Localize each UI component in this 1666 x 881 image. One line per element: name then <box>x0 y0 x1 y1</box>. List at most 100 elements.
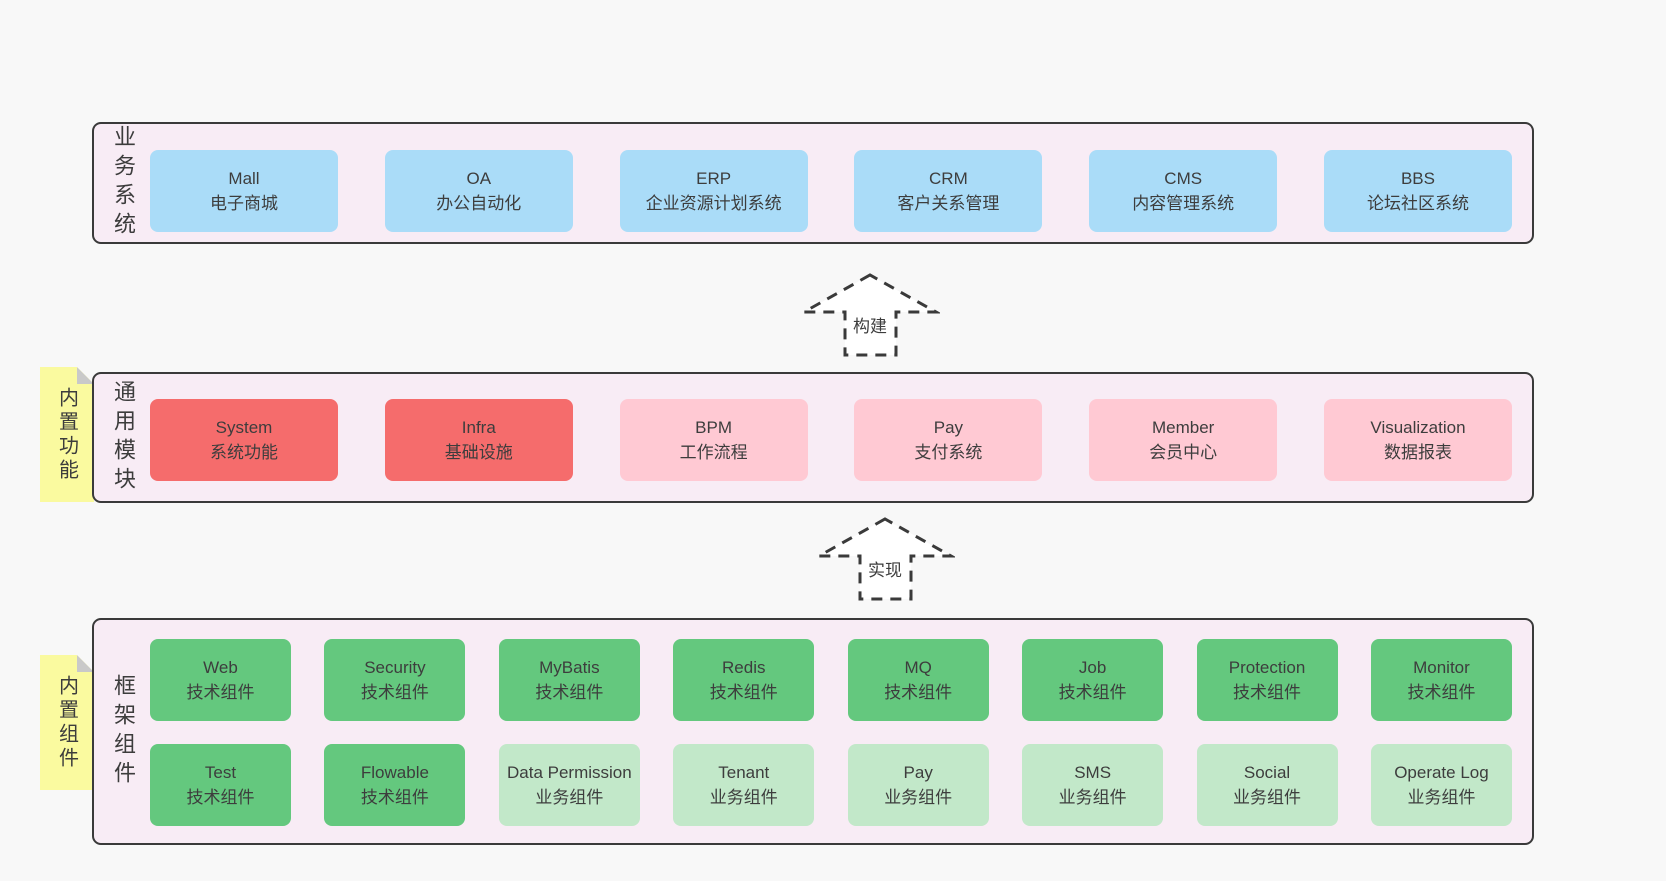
box-visualization: Visualization 数据报表 <box>1323 399 1512 481</box>
box-title: Security <box>364 658 426 677</box>
box-subtitle: 企业资源计划系统 <box>645 194 782 213</box>
box-subtitle: 业务组件 <box>1233 788 1302 807</box>
box-cms: CMS 内容管理系统 <box>1089 150 1278 232</box>
box-subtitle: 业务组件 <box>1407 788 1476 807</box>
box-pay: Pay 支付系统 <box>854 399 1043 481</box>
box-sms: SMS 业务组件 <box>1022 744 1164 826</box>
box-subtitle: 论坛社区系统 <box>1366 194 1469 213</box>
framework-components-row-2: Test 技术组件 Flowable 技术组件 Data Permission … <box>150 744 1512 826</box>
box-title: BBS <box>1400 169 1435 188</box>
common-modules-label: 通用模块 <box>111 379 136 496</box>
box-subtitle: 技术组件 <box>1407 683 1476 702</box>
box-title: MyBatis <box>539 658 600 677</box>
box-subtitle: 支付系统 <box>914 443 983 462</box>
box-redis: Redis 技术组件 <box>673 639 815 721</box>
business-systems-panel: 业务系统 Mall 电子商城 OA 办公自动化 ERP 企业资源计划系统 CRM… <box>92 122 1534 244</box>
business-systems-label: 业务系统 <box>111 125 136 241</box>
box-crm: CRM 客户关系管理 <box>854 150 1043 232</box>
box-title: Pay <box>903 763 933 782</box>
box-subtitle: 技术组件 <box>884 683 953 702</box>
box-job: Job 技术组件 <box>1022 639 1164 721</box>
box-subtitle: 业务组件 <box>1058 788 1127 807</box>
box-title: Redis <box>722 658 766 677</box>
box-bbs: BBS 论坛社区系统 <box>1323 150 1512 232</box>
box-mall: Mall 电子商城 <box>150 150 338 232</box>
box-subtitle: 技术组件 <box>360 683 429 702</box>
box-title: Infra <box>461 418 496 437</box>
box-title: CRM <box>929 169 968 188</box>
box-title: MQ <box>904 658 932 677</box>
box-protection: Protection 技术组件 <box>1196 639 1338 721</box>
box-title: Data Permission <box>506 763 632 782</box>
box-mybatis: MyBatis 技术组件 <box>498 639 640 721</box>
box-subtitle: 工作流程 <box>679 443 748 462</box>
implement-arrow: 实现 <box>815 516 955 602</box>
box-test: Test 技术组件 <box>150 744 291 826</box>
box-web: Web 技术组件 <box>150 639 291 721</box>
box-subtitle: 基础设施 <box>444 443 513 462</box>
box-pay-business: Pay 业务组件 <box>847 744 989 826</box>
box-title: OA <box>466 169 492 188</box>
box-title: Test <box>204 763 237 782</box>
box-subtitle: 办公自动化 <box>436 194 522 213</box>
box-bpm: BPM 工作流程 <box>619 399 808 481</box>
box-title: Visualization <box>1370 418 1466 437</box>
build-arrow-label: 构建 <box>850 312 890 338</box>
framework-components-row-1: Web 技术组件 Security 技术组件 MyBatis 技术组件 Redi… <box>150 639 1512 721</box>
box-title: Protection <box>1228 658 1306 677</box>
framework-components-label: 框架组件 <box>111 673 136 790</box>
box-subtitle: 技术组件 <box>535 683 604 702</box>
box-subtitle: 业务组件 <box>709 788 778 807</box>
box-flowable: Flowable 技术组件 <box>324 744 466 826</box>
box-subtitle: 技术组件 <box>709 683 778 702</box>
builtin-features-note: 内置功能 <box>40 367 94 502</box>
box-title: Monitor <box>1413 658 1470 677</box>
common-modules-row: System 系统功能 Infra 基础设施 BPM 工作流程 Pay 支付系统… <box>150 399 1512 481</box>
box-subtitle: 内容管理系统 <box>1132 194 1235 213</box>
box-monitor: Monitor 技术组件 <box>1370 639 1512 721</box>
box-mq: MQ 技术组件 <box>847 639 989 721</box>
box-title: BPM <box>695 418 733 437</box>
box-social: Social 业务组件 <box>1196 744 1338 826</box>
build-arrow: 构建 <box>800 272 940 358</box>
box-title: SMS <box>1074 763 1112 782</box>
box-member: Member 会员中心 <box>1089 399 1278 481</box>
box-subtitle: 技术组件 <box>186 683 255 702</box>
box-subtitle: 数据报表 <box>1383 443 1452 462</box>
common-modules-panel: 通用模块 System 系统功能 Infra 基础设施 BPM 工作流程 Pay… <box>92 372 1534 503</box>
framework-components-panel: 框架组件 Web 技术组件 Security 技术组件 MyBatis 技术组件… <box>92 618 1534 845</box>
box-security: Security 技术组件 <box>324 639 466 721</box>
box-title: ERP <box>696 169 732 188</box>
box-subtitle: 技术组件 <box>360 788 429 807</box>
box-title: Flowable <box>360 763 429 782</box>
implement-arrow-label: 实现 <box>865 556 905 582</box>
box-operate-log: Operate Log 业务组件 <box>1370 744 1512 826</box>
box-system: System 系统功能 <box>150 399 338 481</box>
builtin-features-note-text: 内置功能 <box>55 386 78 483</box>
box-title: Pay <box>933 418 964 437</box>
box-title: Operate Log <box>1394 763 1489 782</box>
box-subtitle: 业务组件 <box>535 788 604 807</box>
box-title: Web <box>203 658 238 677</box>
box-title: Job <box>1078 658 1107 677</box>
box-title: Member <box>1152 418 1215 437</box>
box-title: CMS <box>1164 169 1203 188</box>
box-subtitle: 电子商城 <box>210 194 278 213</box>
box-erp: ERP 企业资源计划系统 <box>619 150 808 232</box>
box-subtitle: 业务组件 <box>884 788 953 807</box>
box-infra: Infra 基础设施 <box>384 399 573 481</box>
box-title: Mall <box>228 169 260 188</box>
business-systems-row: Mall 电子商城 OA 办公自动化 ERP 企业资源计划系统 CRM 客户关系… <box>150 150 1512 232</box>
box-title: Social <box>1243 763 1291 782</box>
builtin-components-note-text: 内置组件 <box>55 674 78 771</box>
box-subtitle: 系统功能 <box>210 443 278 462</box>
box-title: System <box>215 418 273 437</box>
box-subtitle: 技术组件 <box>1233 683 1302 702</box>
box-oa: OA 办公自动化 <box>384 150 573 232</box>
box-tenant: Tenant 业务组件 <box>673 744 815 826</box>
builtin-components-note: 内置组件 <box>40 655 94 790</box>
box-subtitle: 技术组件 <box>1058 683 1127 702</box>
box-data-permission: Data Permission 业务组件 <box>498 744 640 826</box>
box-subtitle: 会员中心 <box>1149 443 1218 462</box>
